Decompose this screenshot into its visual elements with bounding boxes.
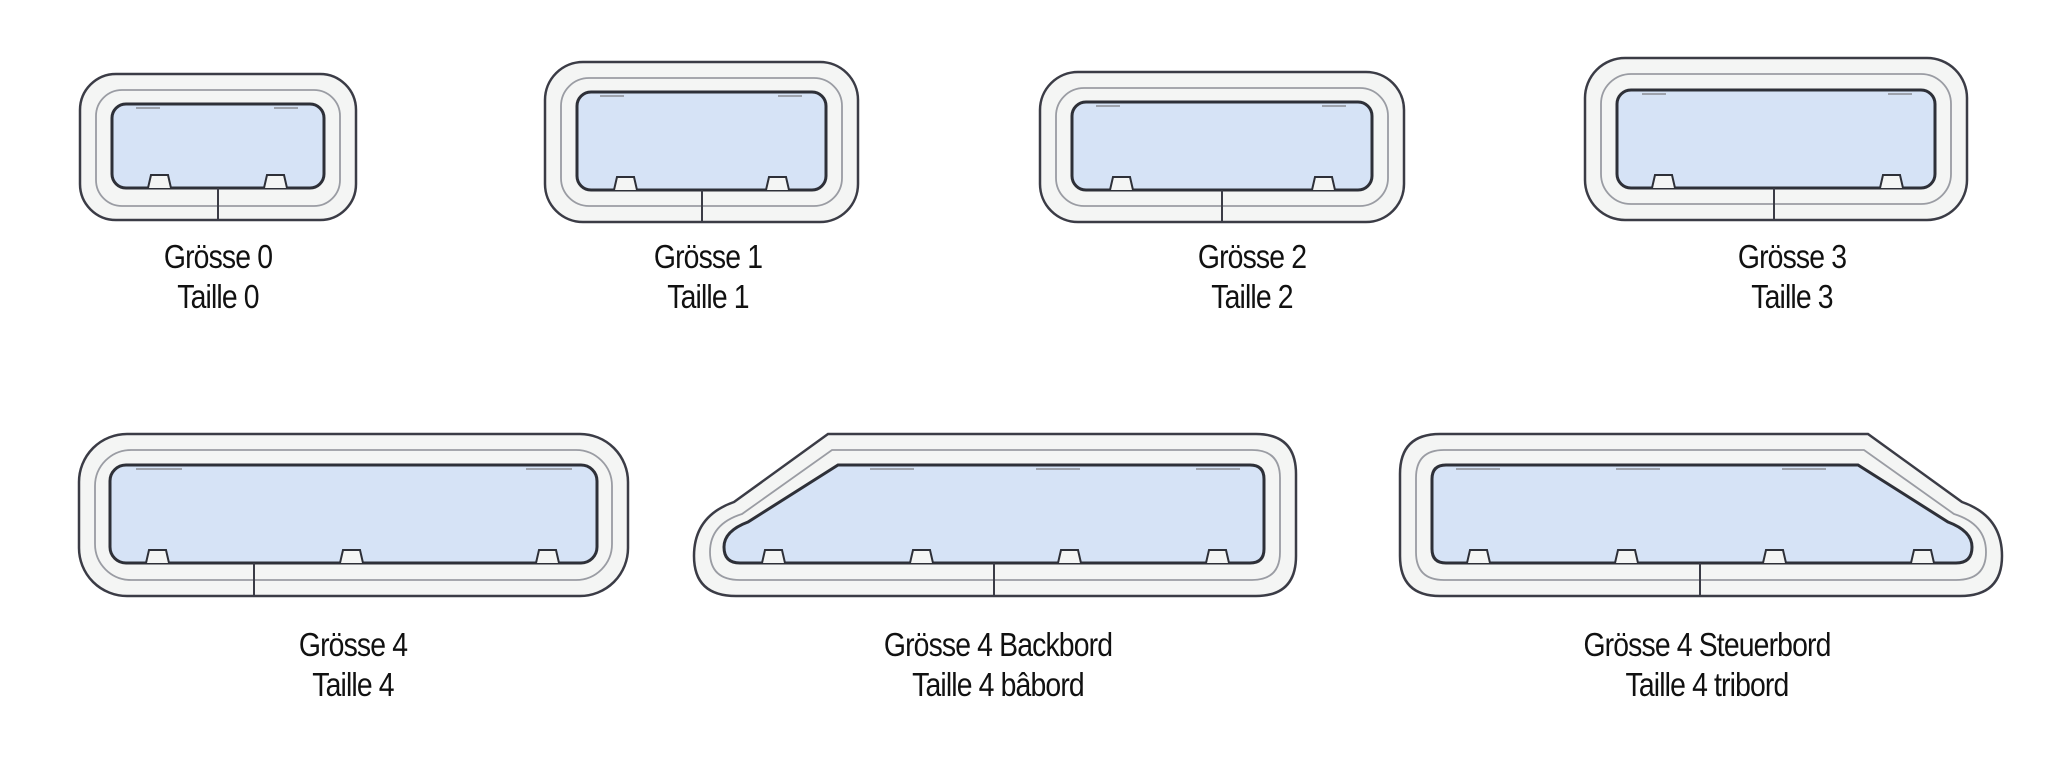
caption-size-1-fr: Taille 1 bbox=[667, 278, 749, 315]
caption-size-4-port-fr: Taille 4 bâbord bbox=[912, 666, 1085, 703]
caption-size-4: Grösse 4 Taille 4 bbox=[267, 625, 439, 705]
caption-size-0-de: Grösse 0 bbox=[163, 238, 273, 275]
hatch-size-4 bbox=[77, 432, 630, 598]
caption-size-4-starboard-de: Grösse 4 Steuerbord bbox=[1583, 626, 1831, 663]
hatch-size-2 bbox=[1038, 70, 1406, 224]
caption-size-2: Grösse 2 Taille 2 bbox=[1166, 237, 1338, 317]
caption-size-1: Grösse 1 Taille 1 bbox=[622, 237, 794, 317]
caption-size-2-fr: Taille 2 bbox=[1211, 278, 1293, 315]
hatch-size-0 bbox=[78, 72, 358, 222]
caption-size-4-port: Grösse 4 Backbord Taille 4 bâbord bbox=[869, 625, 1127, 705]
caption-size-4-port-de: Grösse 4 Backbord bbox=[883, 626, 1113, 663]
caption-size-3-fr: Taille 3 bbox=[1751, 278, 1833, 315]
caption-size-1-de: Grösse 1 bbox=[653, 238, 763, 275]
caption-size-3-de: Grösse 3 bbox=[1737, 238, 1847, 275]
caption-size-4-starboard-fr: Taille 4 tribord bbox=[1625, 666, 1790, 703]
caption-size-2-de: Grösse 2 bbox=[1197, 238, 1307, 275]
hatch-size-4-port bbox=[692, 432, 1298, 598]
caption-size-4-fr: Taille 4 bbox=[312, 666, 394, 703]
caption-size-4-starboard: Grösse 4 Steuerbord Taille 4 tribord bbox=[1578, 625, 1836, 705]
hatch-size-4-starboard bbox=[1398, 432, 2004, 598]
hatch-size-1 bbox=[543, 60, 860, 224]
caption-size-4-de: Grösse 4 bbox=[298, 626, 408, 663]
caption-size-0: Grösse 0 Taille 0 bbox=[132, 237, 304, 317]
caption-size-0-fr: Taille 0 bbox=[177, 278, 259, 315]
caption-size-3: Grösse 3 Taille 3 bbox=[1706, 237, 1878, 317]
hatch-size-3 bbox=[1583, 56, 1969, 222]
